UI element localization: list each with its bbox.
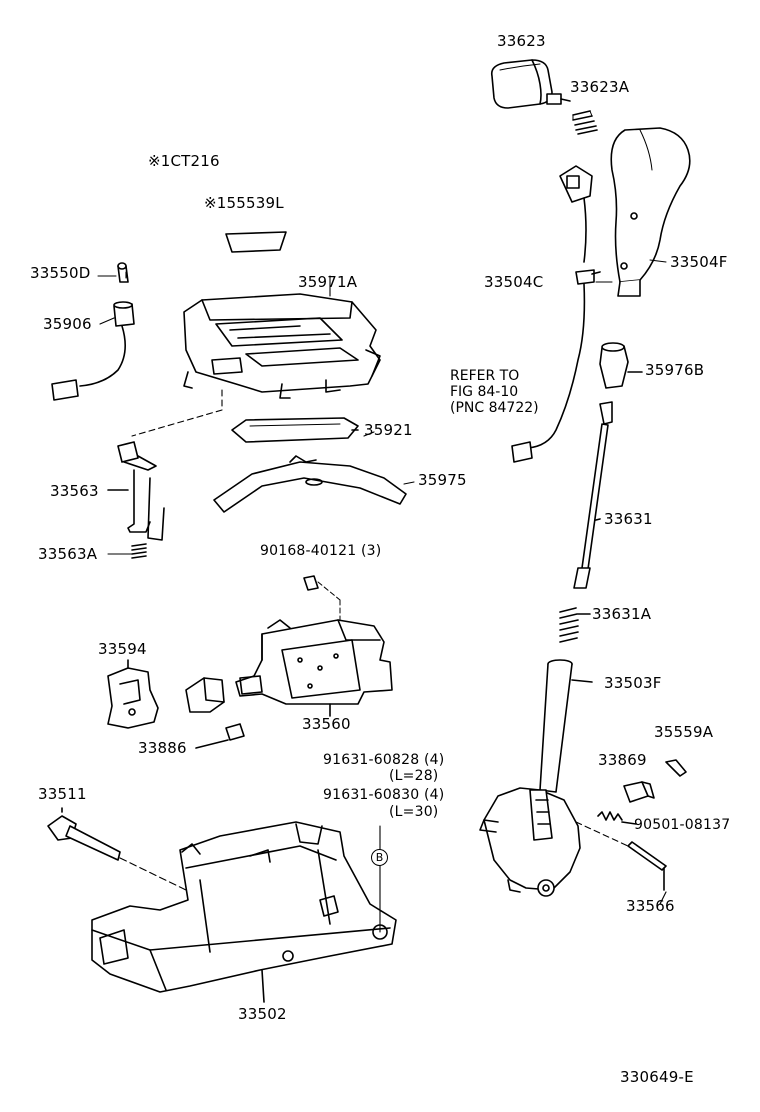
label-33504F: 33504F xyxy=(670,253,728,271)
label-91631-b-length: (L=30) xyxy=(389,804,439,820)
bracket-33563 xyxy=(107,441,165,541)
label-35975: 35975 xyxy=(418,471,467,489)
shift-knob-33504F xyxy=(610,127,691,297)
label-33504C: 33504C xyxy=(484,273,544,291)
diagram-id: 330649-E xyxy=(620,1068,694,1086)
label-155539L: ※155539L xyxy=(204,194,284,212)
label-33623: 33623 xyxy=(497,32,546,50)
label-35906: 35906 xyxy=(43,315,92,333)
refer-line-1: REFER TO xyxy=(450,368,520,384)
label-33631A: 33631A xyxy=(592,605,652,623)
refer-line-3: (PNC 84722) xyxy=(450,400,539,416)
label-35976B: 35976B xyxy=(645,361,705,379)
switch-33560 xyxy=(235,619,393,717)
label-33560: 33560 xyxy=(302,715,351,733)
base-33502 xyxy=(91,821,397,1003)
rod-33631 xyxy=(573,401,613,589)
bracket-33594 xyxy=(107,659,159,729)
label-33623A: 33623A xyxy=(570,78,630,96)
label-33594: 33594 xyxy=(98,640,147,658)
label-91631-b: 91631-60830 (4) xyxy=(323,787,445,803)
spring-90501 xyxy=(597,811,637,825)
pad-155539L xyxy=(225,231,287,253)
socket-35906 xyxy=(51,301,135,401)
plate-35921 xyxy=(231,417,359,443)
label-33869: 33869 xyxy=(598,751,647,769)
screw-90168 xyxy=(303,575,341,623)
cable-33504C xyxy=(511,165,601,463)
spring-33623A xyxy=(572,110,598,135)
console-cover-35971A xyxy=(183,293,381,399)
label-33511: 33511 xyxy=(38,785,87,803)
spring-33631A xyxy=(559,607,591,643)
label-option-code: ※1CT216 xyxy=(148,152,220,170)
label-33631: 33631 xyxy=(604,510,653,528)
shutter-35975 xyxy=(213,455,407,513)
refer-line-2: FIG 84-10 xyxy=(450,384,519,400)
cap-33886 xyxy=(195,723,245,749)
label-33566: 33566 xyxy=(626,897,675,915)
label-35559A: 35559A xyxy=(654,723,714,741)
clip-35559A xyxy=(665,759,687,777)
label-35921: 35921 xyxy=(364,421,413,439)
label-33563A: 33563A xyxy=(38,545,98,563)
shift-lever-33503F xyxy=(479,659,593,897)
reference-marker-b: B xyxy=(371,849,388,866)
label-33502: 33502 xyxy=(238,1005,287,1023)
label-91631-a-length: (L=28) xyxy=(389,768,439,784)
label-91631-a: 91631-60828 (4) xyxy=(323,752,445,768)
label-33563: 33563 xyxy=(50,482,99,500)
pin-33566 xyxy=(627,841,667,891)
spring-33563A xyxy=(131,543,147,559)
label-33886: 33886 xyxy=(138,739,187,757)
knob-button-33623 xyxy=(490,59,571,109)
clip-35976B xyxy=(599,342,643,389)
connector-plug xyxy=(185,677,225,713)
part-33869 xyxy=(623,781,655,803)
label-90168: 90168-40121 (3) xyxy=(260,543,382,559)
label-33503F: 33503F xyxy=(604,674,662,692)
bolt-33511 xyxy=(47,807,121,861)
label-35971A: 35971A xyxy=(298,273,358,291)
label-33550D: 33550D xyxy=(30,264,91,282)
label-90501: 90501-08137 xyxy=(634,817,731,833)
